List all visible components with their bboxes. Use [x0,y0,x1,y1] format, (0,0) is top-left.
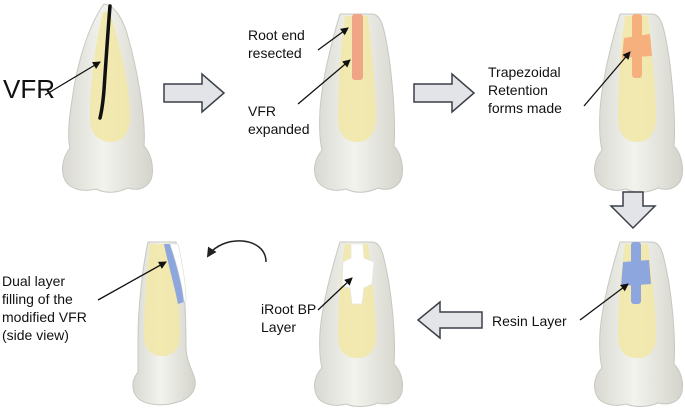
label-root-end-resected: Root end resected [248,27,305,61]
label-iroot-bp: iRoot BP Layer [261,301,317,335]
tooth-3-retention [583,13,683,193]
flow-arrow-right-1 [163,72,226,114]
pointer-root-end [317,27,349,51]
label-vfr-expanded: VFR expanded [248,103,310,137]
pointer-trapezoidal [583,51,631,107]
flow-arrow-down [609,191,657,230]
pointer-vfr [44,61,101,96]
label-resin-layer: Resin Layer [492,313,567,329]
tooth-1-fracture-line [98,4,112,120]
label-dual-layer: Dual layer filling of the modified VFR (… [2,273,87,343]
pointer-iroot [317,277,353,311]
tooth-2-expanded [297,13,403,193]
tooth-4-resin-form [621,260,651,286]
tooth-4-resin [579,241,683,407]
tooth-1-vfr [44,3,153,193]
flow-arrow-left [416,300,483,340]
label-trapezoidal-retention: Trapezoidal Retention forms made [488,64,562,116]
pointer-vfr-expanded [297,59,351,105]
curved-arrow [206,240,267,263]
tooth-6-side-view [97,241,196,406]
flow-arrow-right-2 [413,72,476,114]
tooth-6-iroot-layer [169,243,187,303]
tooth-2-expanded-vfr [352,14,363,80]
tooth-6-resin-layer [164,244,184,304]
label-vfr: VFR [3,74,55,104]
tooth-5-iroot [314,241,403,407]
tooth-5-iroot-bp-fill [341,243,375,305]
pointer-dual-layer [97,261,167,301]
pointer-resin [579,283,629,321]
